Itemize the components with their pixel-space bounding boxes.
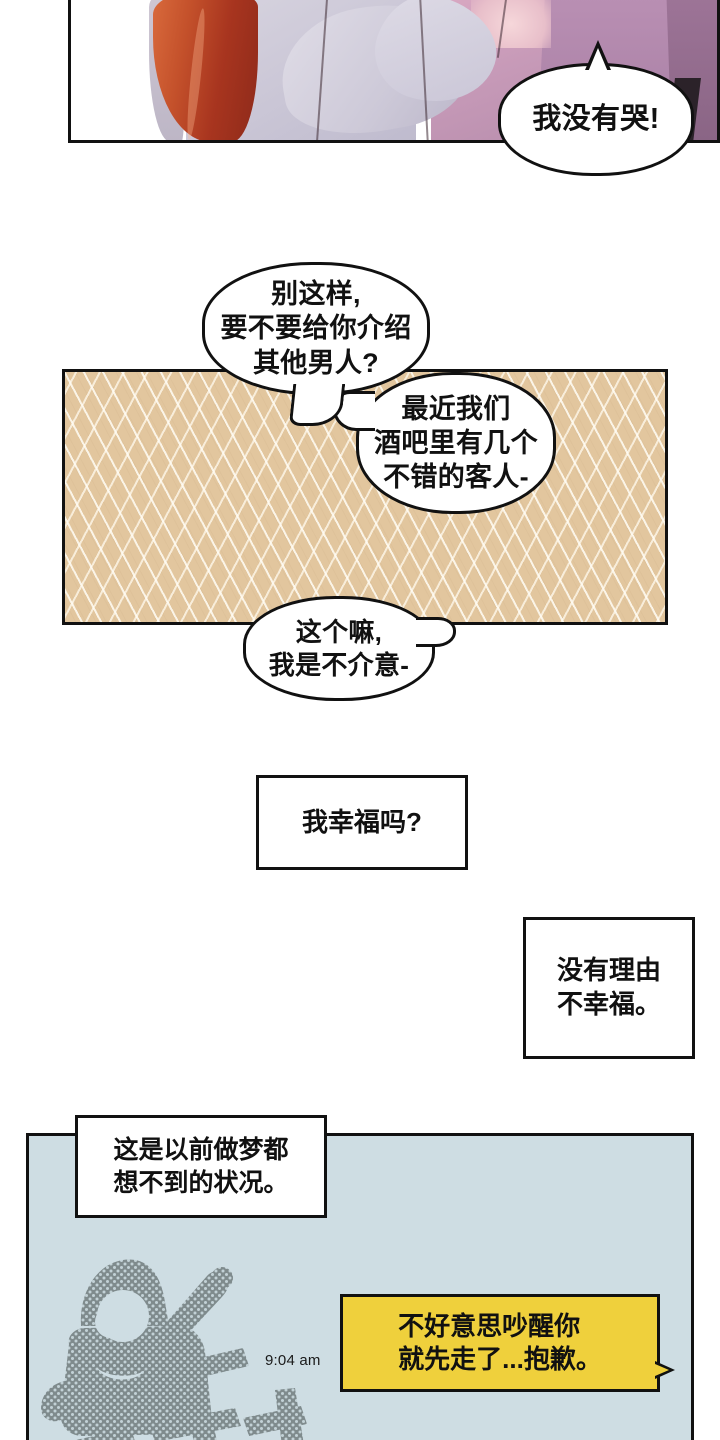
chat-message-text: 不好意思吵醒你 就先走了...抱歉。 <box>398 1310 602 1374</box>
mascot-watermark-icon <box>41 1259 307 1440</box>
narration-box-3-text: 这是以前做梦都 想不到的状况。 <box>113 1136 289 1197</box>
panel-art-top <box>68 0 720 143</box>
narration-box-3: 这是以前做梦都 想不到的状况。 <box>75 1115 327 1218</box>
narration-box-2-text: 没有理由 不幸福。 <box>556 955 661 1019</box>
speech-bubble-2: 别这样, 要不要给你介绍 其他男人? <box>202 262 430 426</box>
narration-box-2: 没有理由 不幸福。 <box>523 917 695 1059</box>
narration-box-1: 我幸福吗? <box>256 775 468 870</box>
speech-bubble-1-text: 我没有哭! <box>532 103 660 136</box>
speech-bubble-2-text: 别这样, 要不要给你介绍 其他男人? <box>220 279 412 378</box>
speech-bubble-4: 这个嘛, 我是不介意- <box>243 596 456 701</box>
chat-timestamp: 9:04 am <box>265 1352 321 1369</box>
bubble-1-tail-fill <box>588 48 608 72</box>
chat-message-bubble: 不好意思吵醒你 就先走了...抱歉。 <box>340 1294 675 1392</box>
bubble-4-tail <box>416 617 456 647</box>
speech-bubble-3: 最近我们 酒吧里有几个 不错的客人- <box>333 372 556 514</box>
speech-bubble-4-text: 这个嘛, 我是不介意- <box>268 616 410 680</box>
speech-bubble-3-text: 最近我们 酒吧里有几个 不错的客人- <box>374 393 538 492</box>
speech-bubble-1: 我没有哭! <box>498 40 694 176</box>
narration-box-1-text: 我幸福吗? <box>302 806 422 837</box>
chat-bubble-tail-fill <box>655 1364 669 1376</box>
